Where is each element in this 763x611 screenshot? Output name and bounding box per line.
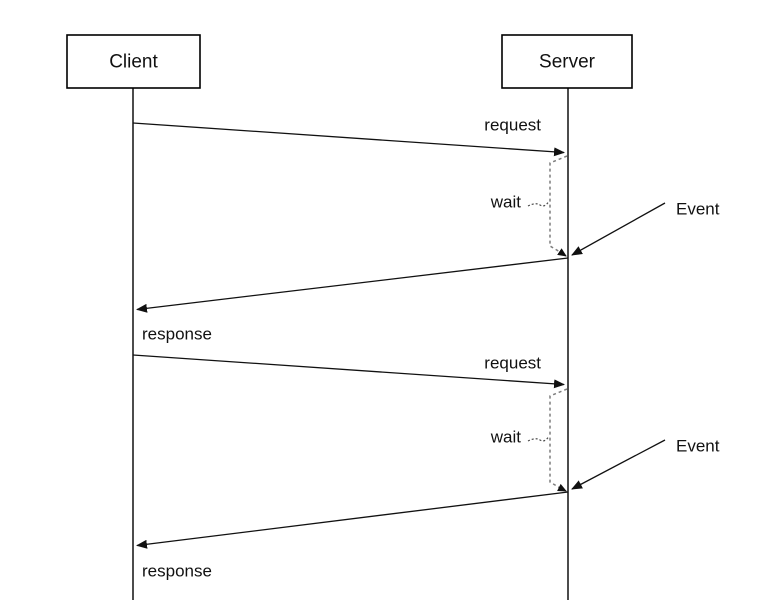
- wait-1-loop-arrow: [557, 248, 567, 257]
- message-request-2[interactable]: request: [132, 353, 565, 389]
- response-1-arrow: [136, 257, 569, 313]
- server-label: Server: [539, 52, 596, 73]
- participant-server[interactable]: Server: [501, 34, 633, 89]
- response-1-label: response: [142, 324, 212, 343]
- message-event-1[interactable]: Event: [571, 199, 720, 256]
- server-box[interactable]: [501, 34, 633, 89]
- response-2-arrow: [136, 491, 569, 549]
- event-2-label: Event: [676, 436, 720, 455]
- message-request-1[interactable]: request: [132, 115, 565, 157]
- event-1-label: Event: [676, 199, 720, 218]
- message-response-2[interactable]: response: [136, 491, 569, 580]
- request-2-label: request: [484, 353, 541, 372]
- wait-2-connector: [527, 435, 550, 442]
- wait-2-loop: [549, 388, 568, 489]
- wait-2-loop-arrow: [557, 483, 567, 492]
- event-2-arrow: [571, 439, 666, 490]
- wait-1-label: wait: [490, 192, 522, 211]
- response-2-label: response: [142, 561, 212, 580]
- request-1-arrow: [132, 122, 565, 157]
- request-1-label: request: [484, 115, 541, 134]
- client-box[interactable]: [66, 34, 201, 89]
- participant-client[interactable]: Client: [66, 34, 201, 89]
- wait-1-connector: [527, 200, 550, 207]
- wait-2-label: wait: [490, 427, 522, 446]
- message-response-1[interactable]: response: [136, 257, 569, 343]
- message-event-2[interactable]: Event: [571, 436, 720, 490]
- client-label: Client: [109, 52, 158, 73]
- message-wait-1[interactable]: wait: [490, 155, 568, 257]
- request-2-arrow: [132, 354, 565, 389]
- event-1-arrow: [571, 202, 666, 256]
- message-wait-2[interactable]: wait: [490, 388, 568, 492]
